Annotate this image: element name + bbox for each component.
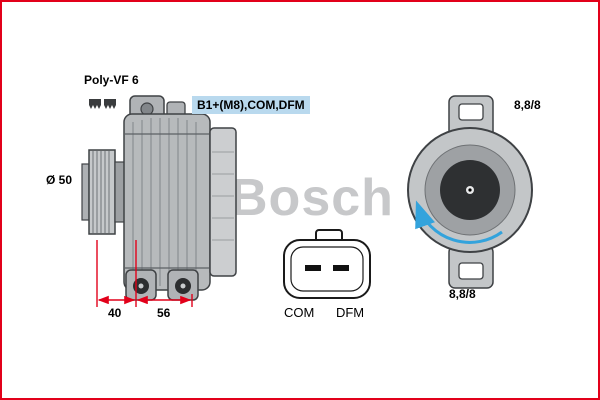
pin-com [305,265,321,271]
connector-pin-caption: COM DFM [284,305,364,320]
connector-outline [283,229,371,299]
alternator-rear-view [407,95,533,289]
belt-type-label: Poly-VF 6 [82,73,141,87]
bolt-spec-top-label: 8,8/8 [514,98,541,112]
pulley [81,149,116,235]
rear-top-lug-hole [458,103,484,121]
terminal-label: B1+(M8),COM,DFM [192,96,310,114]
dimension-value-40: 40 [105,306,125,320]
connector-pin-com-label: COM [284,305,315,320]
pulley-diameter-label: Ø 50 [44,173,75,187]
alternator-side-view [81,95,237,301]
pin-dfm [333,265,349,271]
rear-bottom-lug-hole [458,262,484,280]
belt-section-icon [89,99,116,109]
rotation-arrow [415,200,503,244]
dimension-lines [96,240,193,307]
dimension-value-56: 56 [154,306,174,320]
top-mount-hole [140,102,154,116]
connector-pin-dfm-label: DFM [335,305,365,320]
brand-watermark: Bosch [230,169,394,227]
front-housing [123,113,211,291]
rear-cover [209,127,237,277]
bolt-spec-bottom-label: 8,8/8 [449,287,476,301]
